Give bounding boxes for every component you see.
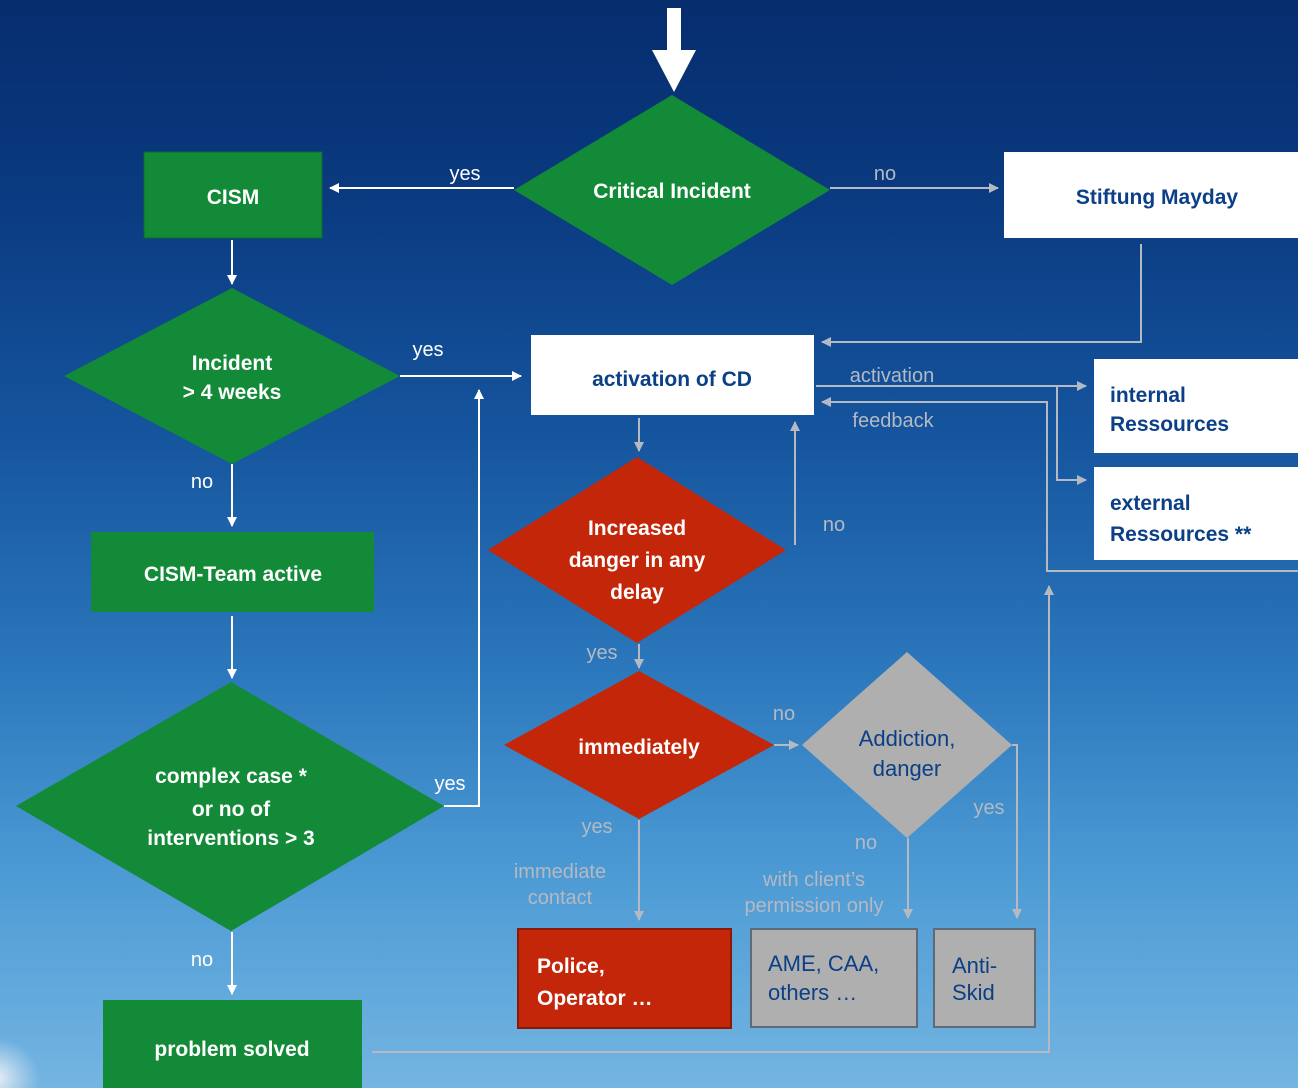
ame-caa-line1: AME, CAA, [768,951,879,976]
permission-line2: permission only [745,895,884,917]
immediately-no-label: no [773,703,795,725]
cism-team-active-label: CISM-Team active [144,563,322,586]
increased-danger-line2: danger in any [569,549,706,572]
complex-case-line3: interventions > 3 [147,827,314,850]
incident-label-line2: > 4 weeks [183,381,282,404]
ame-caa-box [750,928,918,1028]
increased-danger-line3: delay [610,581,664,604]
internal-resources-line2: Ressources [1110,413,1229,436]
external-resources-box [1094,467,1298,560]
addiction-danger-diamond [802,652,1012,838]
edge-addiction-yes [1012,744,1022,919]
incident-no-label: no [191,471,213,493]
edge-complex-yes [444,389,484,807]
edge-solved-feedback [372,585,1054,1053]
incident-diamond [64,288,400,464]
cloud-decoration [0,1038,40,1088]
ci-yes-label: yes [449,163,480,185]
critical-incident-label: Critical Incident [593,180,751,203]
danger-no-label: no [823,514,845,536]
stiftung-mayday-label: Stiftung Mayday [1076,186,1238,209]
addiction-no-label: no [855,832,877,854]
cism-label: CISM [207,186,260,209]
stiftung-mayday-box [1004,152,1298,238]
incident-label-line1: Incident [192,352,273,375]
cism-box [143,151,323,239]
addiction-danger-line1: Addiction, [859,726,956,751]
entry-arrow-icon [652,8,696,92]
complex-case-diamond [16,682,444,931]
edges [227,183,1298,1053]
addiction-danger-line2: danger [873,756,942,781]
complex-case-line1: complex case * [155,765,308,788]
addiction-yes-label: yes [973,797,1004,819]
external-resources-line2: Ressources ** [1110,523,1252,546]
immediate-contact-line2: contact [528,887,593,909]
activation-cd-box [531,335,814,415]
edge-feedback [821,397,1298,572]
activation-label: activation [850,365,935,387]
edge-cd-to-external [1056,386,1087,485]
incident-yes-label: yes [412,339,443,361]
police-operator-box [517,928,732,1029]
edge-mayday-to-cd [821,244,1142,347]
activation-cd-label: activation of CD [592,368,752,391]
anti-skid-box [933,928,1036,1028]
complex-case-line2: or no of [192,798,271,821]
danger-yes-label: yes [586,642,617,664]
critical-incident-diamond [514,95,830,285]
anti-skid-line1: Anti- [952,953,997,978]
increased-danger-diamond [488,457,786,643]
problem-solved-box [103,1000,362,1088]
edge-labels: yes no yes no activation feedback no yes… [191,163,1005,971]
police-operator-line1: Police, [537,955,605,978]
increased-danger-line1: Increased [588,517,686,540]
feedback-label: feedback [852,410,934,432]
internal-resources-line1: internal [1110,384,1186,407]
problem-solved-label: problem solved [154,1038,309,1061]
cism-team-active-box [91,532,374,612]
immediately-label: immediately [578,736,700,759]
anti-skid-line2: Skid [952,980,995,1005]
immediately-yes-label: yes [581,816,612,838]
police-operator-line2: Operator … [537,987,653,1010]
immediately-diamond [504,671,774,819]
complex-no-label: no [191,949,213,971]
ame-caa-line2: others … [768,980,857,1005]
internal-resources-box [1094,359,1298,453]
complex-yes-label: yes [434,773,465,795]
external-resources-line1: external [1110,492,1191,515]
permission-line1: with client’s [762,869,865,891]
ci-no-label: no [874,163,896,185]
immediate-contact-line1: immediate [514,861,606,883]
